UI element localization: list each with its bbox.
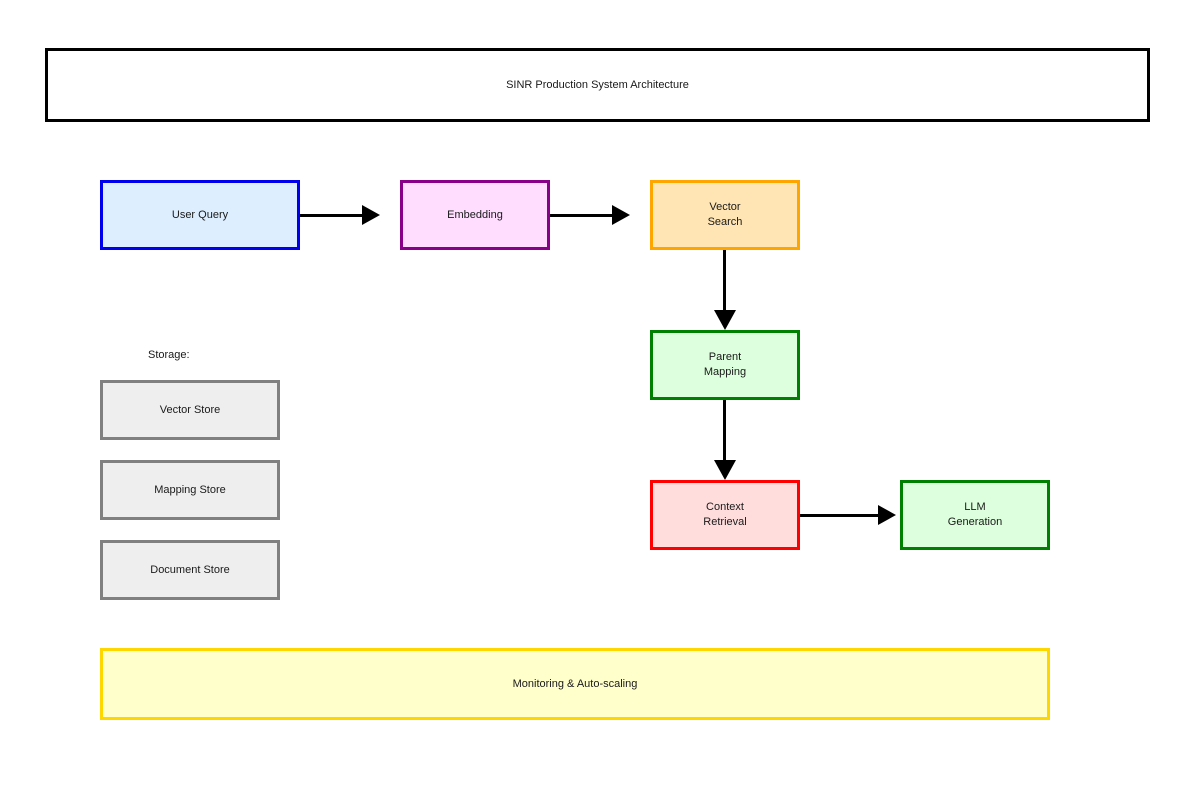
arrow-vector-search-to-parent-mapping xyxy=(714,250,736,330)
storage-section-heading: Storage: xyxy=(148,349,190,361)
arrow-head-right-icon xyxy=(612,205,630,225)
node-llm-generation[interactable]: LLM Generation xyxy=(900,480,1050,550)
storage-box-mapping-store[interactable]: Mapping Store xyxy=(100,460,280,520)
node-embedding[interactable]: Embedding xyxy=(400,180,550,250)
arrow-head-down-icon xyxy=(714,310,736,330)
node-parent-mapping[interactable]: Parent Mapping xyxy=(650,330,800,400)
arrow-user-query-to-embedding xyxy=(300,205,382,225)
node-vector-search[interactable]: Vector Search xyxy=(650,180,800,250)
storage-box-vector-store[interactable]: Vector Store xyxy=(100,380,280,440)
arrow-shaft xyxy=(723,400,726,462)
arrow-shaft xyxy=(300,214,364,217)
monitoring-autoscaling-banner[interactable]: Monitoring & Auto-scaling xyxy=(100,648,1050,720)
arrow-head-right-icon xyxy=(362,205,380,225)
arrow-parent-mapping-to-context-retrieval xyxy=(714,400,736,480)
node-user-query[interactable]: User Query xyxy=(100,180,300,250)
storage-box-document-store[interactable]: Document Store xyxy=(100,540,280,600)
arrow-embedding-to-vector-search xyxy=(550,205,632,225)
arrow-shaft xyxy=(550,214,614,217)
node-context-retrieval[interactable]: Context Retrieval xyxy=(650,480,800,550)
arrow-head-right-icon xyxy=(878,505,896,525)
arrow-shaft xyxy=(800,514,880,517)
arrow-shaft xyxy=(723,250,726,312)
arrow-context-retrieval-to-llm-generation xyxy=(800,505,900,525)
arrow-head-down-icon xyxy=(714,460,736,480)
diagram-title-banner: SINR Production System Architecture xyxy=(45,48,1150,122)
